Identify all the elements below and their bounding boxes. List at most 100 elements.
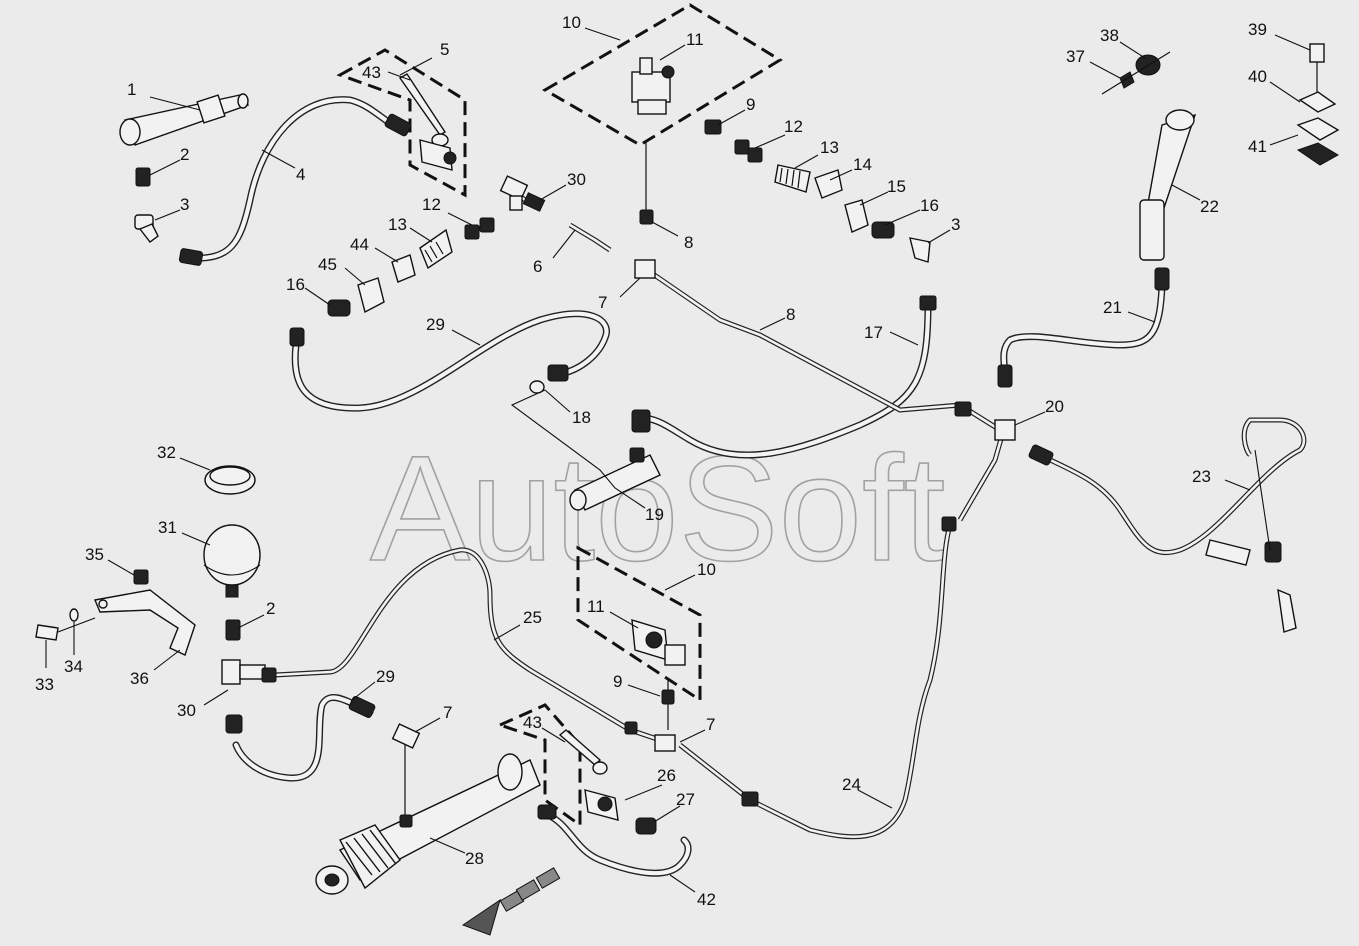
tee-7c <box>654 734 676 752</box>
bolt-39 <box>1309 43 1325 63</box>
coupling-16a <box>871 221 895 239</box>
callout-13-left: 13 <box>388 215 407 234</box>
tee-30a <box>499 175 546 212</box>
callout-12-left: 12 <box>422 195 441 214</box>
valve-26 <box>584 789 619 821</box>
callout-43: 43 <box>362 63 381 82</box>
accumulator-31 <box>203 524 261 598</box>
callout-2: 2 <box>180 145 189 164</box>
callout-44: 44 <box>350 235 369 254</box>
callout-12: 12 <box>784 117 803 136</box>
filter-13b <box>419 228 453 270</box>
nut-12b <box>464 224 480 240</box>
tee-7a <box>634 259 656 279</box>
bolt-33 <box>35 624 59 641</box>
callout-8: 8 <box>684 233 693 252</box>
callout-7: 7 <box>598 293 607 312</box>
callout-14: 14 <box>853 155 872 174</box>
callout-26: 26 <box>657 766 676 785</box>
tee-30b <box>221 659 277 734</box>
group-10-bottom <box>576 545 702 703</box>
callout-8-mid: 8 <box>786 305 795 324</box>
cylinder-28 <box>315 753 541 895</box>
fitting-9b <box>661 689 675 705</box>
callout-18: 18 <box>572 408 591 427</box>
callout-13: 13 <box>820 138 839 157</box>
callout-3: 3 <box>180 195 189 214</box>
fitting-9a <box>704 119 722 135</box>
clamp-41a <box>1296 117 1340 141</box>
callout-5: 5 <box>440 40 449 59</box>
washer-18 <box>529 380 545 394</box>
elbow-3a <box>134 214 159 243</box>
callout-6: 6 <box>533 257 542 276</box>
callout-10-lower: 10 <box>697 560 716 579</box>
adapter-2b <box>225 619 241 641</box>
callout-21: 21 <box>1103 298 1122 317</box>
cap-14 <box>814 169 843 199</box>
leader-lines <box>45 27 1311 893</box>
callout-22: 22 <box>1200 197 1219 216</box>
watermark: AutoSoft <box>370 424 945 592</box>
callout-37: 37 <box>1066 47 1085 66</box>
valve-11b <box>631 619 686 666</box>
group-5 <box>336 48 467 198</box>
washer-34 <box>69 608 79 622</box>
callout-32: 32 <box>157 443 176 462</box>
callout-7-right: 7 <box>706 715 715 734</box>
adapter-2a <box>135 167 151 187</box>
callout-43-lower: 43 <box>523 713 542 732</box>
callout-11: 11 <box>686 30 704 49</box>
parts <box>35 43 1340 936</box>
coupling-27 <box>635 817 657 835</box>
direction-arrow <box>461 867 561 936</box>
callout-9-lower: 9 <box>613 672 622 691</box>
filter-13a <box>774 164 811 193</box>
dashed-groups <box>336 3 783 828</box>
nut-35 <box>133 569 149 585</box>
callout-9: 9 <box>746 95 755 114</box>
bracket-36 <box>94 589 196 656</box>
callout-42: 42 <box>697 890 716 909</box>
callout-39: 39 <box>1248 20 1267 39</box>
elbow-3b <box>909 237 931 263</box>
callout-35: 35 <box>85 545 104 564</box>
callout-24: 24 <box>842 775 861 794</box>
cap-44 <box>391 254 416 283</box>
callout-1: 1 <box>127 80 136 99</box>
tube-23 <box>1038 417 1307 556</box>
callout-29-lower: 29 <box>376 667 395 686</box>
clamp-41b <box>1296 142 1339 166</box>
callout-7-lower: 7 <box>443 703 452 722</box>
cap-45 <box>357 277 385 314</box>
lever-43a <box>398 73 446 136</box>
callout-16-left: 16 <box>286 275 305 294</box>
cross-20 <box>941 364 1054 532</box>
callout-23: 23 <box>1192 467 1211 486</box>
valve-5 <box>419 139 457 171</box>
tee-7b <box>391 723 421 749</box>
hose-21 <box>1000 281 1166 379</box>
callout-31: 31 <box>158 518 177 537</box>
callout-45: 45 <box>318 255 337 274</box>
pipes <box>186 96 1307 877</box>
callout-17: 17 <box>864 323 883 342</box>
callout-30-lower: 30 <box>177 701 196 720</box>
callout-40: 40 <box>1248 67 1267 86</box>
cylinder-19 <box>569 409 661 511</box>
valve-11a <box>631 57 675 115</box>
cylinder-22 <box>1139 109 1197 291</box>
cap-15 <box>844 199 869 233</box>
callout-25: 25 <box>523 608 542 627</box>
washer-37 <box>1119 71 1135 89</box>
callout-20: 20 <box>1045 397 1064 416</box>
callout-28: 28 <box>465 849 484 868</box>
callout-29: 29 <box>426 315 445 334</box>
callout-16: 16 <box>920 196 939 215</box>
callout-2-lower: 2 <box>266 599 275 618</box>
group-43-bottom <box>495 703 582 828</box>
callout-36: 36 <box>130 669 149 688</box>
callout-33: 33 <box>35 675 54 694</box>
